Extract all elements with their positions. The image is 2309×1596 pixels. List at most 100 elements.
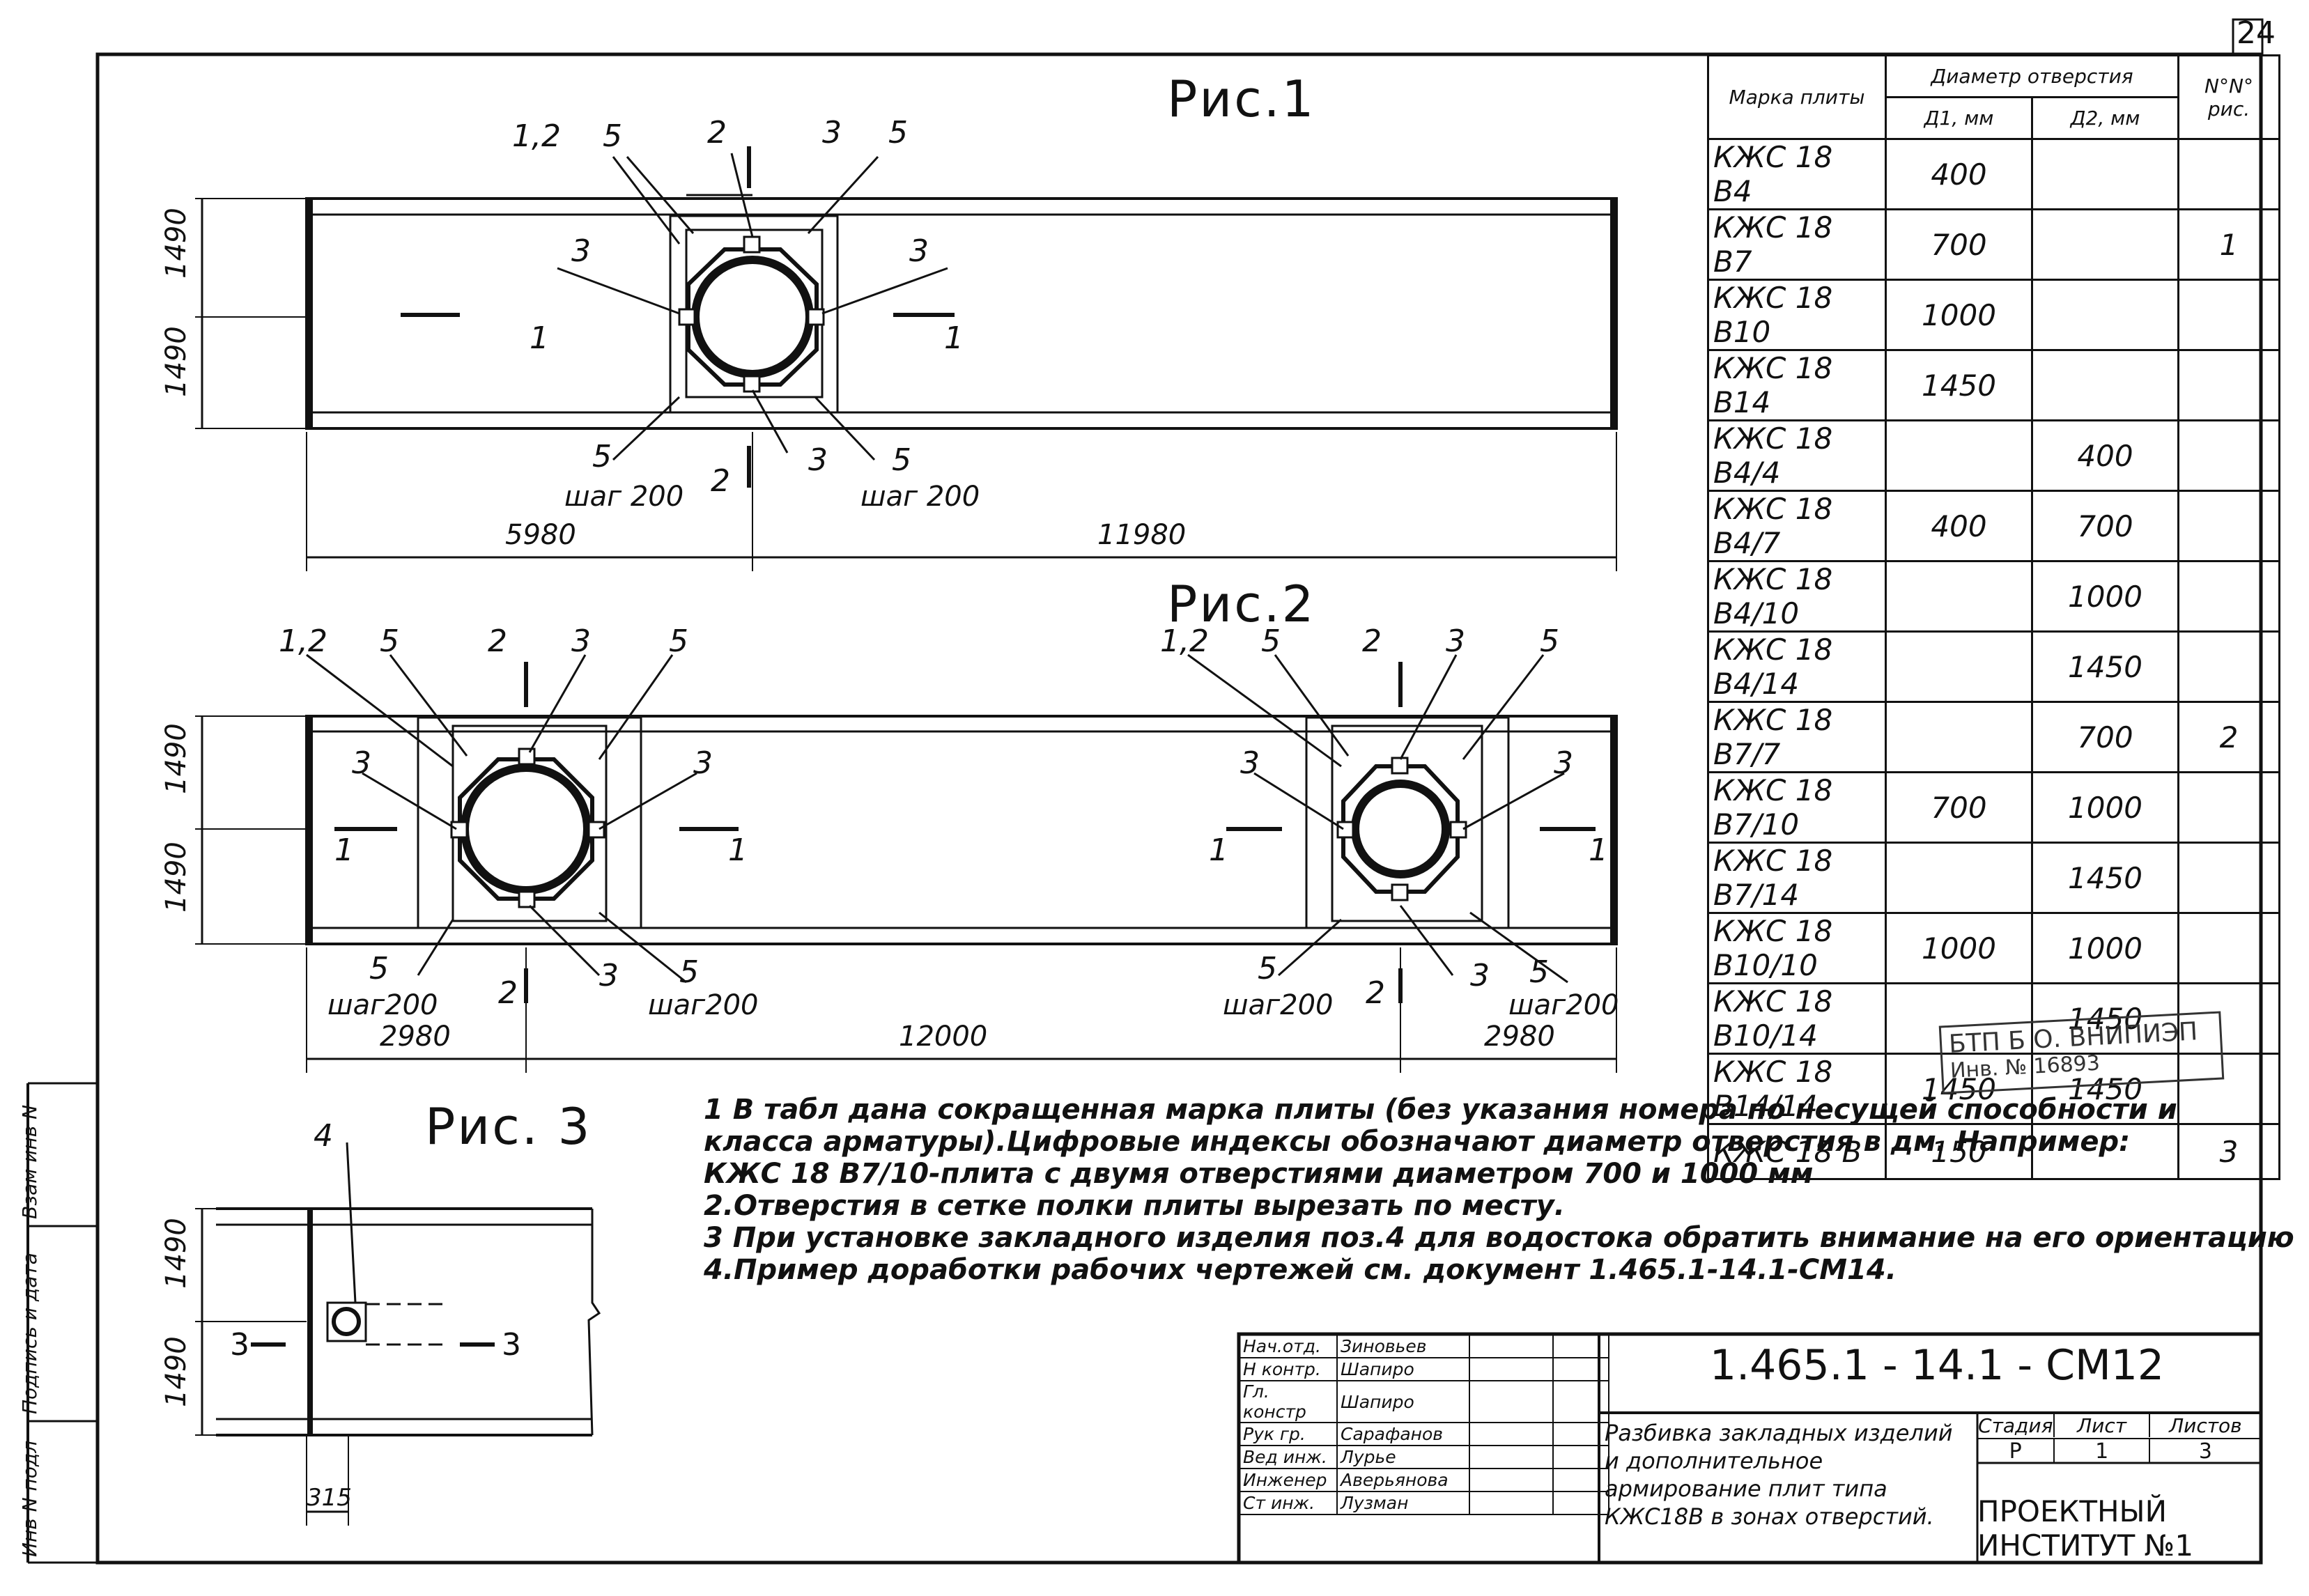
dim-1490: 1490 [160, 208, 192, 279]
callout-3: 3 [571, 233, 591, 269]
date-cell [1552, 1468, 1609, 1492]
table-cell-mark: КЖС 18 В10/14 [1707, 982, 1887, 1055]
side-label-replace: Взам инв N [18, 1104, 41, 1219]
table-cell-d2: 1450 [2031, 1053, 2179, 1125]
callout-5: 5 [380, 623, 399, 659]
dim-1490: 1490 [160, 1218, 192, 1289]
date-cell [1552, 1445, 1609, 1469]
table-cell-mark: КЖС 18 В7/10 [1707, 771, 1887, 844]
table-cell-d1: 1000 [1885, 912, 2033, 984]
name-cell: Аверьянова [1336, 1468, 1470, 1492]
table-cell-mark: КЖС 18 В4 [1707, 138, 1887, 210]
table-cell-d1 [1885, 842, 2033, 914]
date-cell [1552, 1380, 1609, 1423]
callout-3: 3 [808, 442, 828, 478]
table-cell-mark: КЖС 18 В [1707, 1123, 1887, 1180]
table-cell-d2: 700 [2031, 490, 2179, 562]
sheets-value: 3 [2198, 1439, 2212, 1464]
signature-cell [1469, 1468, 1554, 1492]
role-cell: Гл. констр [1239, 1380, 1338, 1423]
table-cell-d1 [1885, 630, 2033, 703]
step-label: шаг 200 [860, 481, 980, 513]
callout-2: 2 [1362, 623, 1382, 659]
section-2: 2 [498, 975, 518, 1011]
table-cell-d1: 700 [1885, 208, 2033, 281]
section-3: 3 [502, 1327, 521, 1363]
role-cell: Инженер [1239, 1468, 1338, 1492]
drawing-title: Разбивка закладных изделий и дополнитель… [1605, 1420, 1953, 1530]
table-cell-d2: 1450 [2031, 842, 2179, 914]
callout-3: 3 [1554, 745, 1573, 781]
callout-1-2: 1,2 [279, 623, 327, 659]
step-label: шаг200 [648, 989, 759, 1021]
callout-5: 5 [1529, 954, 1549, 990]
callout-3: 3 [1470, 958, 1490, 993]
side-label-sign: Подпись и дата [18, 1253, 41, 1414]
document-code: 1.465.1 - 14.1 - СМ12 [1709, 1341, 2165, 1390]
callout-3: 3 [822, 115, 842, 150]
callout-1-2: 1,2 [512, 118, 561, 154]
note-line: 3 При установке закладного изделия поз.4… [704, 1222, 2294, 1254]
table-cell-d1: 700 [1885, 771, 2033, 844]
table-cell-fig [2177, 419, 2280, 492]
section-1: 1 [1589, 832, 1608, 868]
dim-2980: 2980 [380, 1021, 451, 1053]
table-cell-d1: 1000 [1885, 279, 2033, 351]
table-cell-fig: 3 [2177, 1123, 2280, 1180]
table-cell-mark: КЖС 18 В10 [1707, 279, 1887, 351]
section-1: 1 [1209, 832, 1228, 868]
callout-5: 5 [1261, 623, 1281, 659]
table-cell-mark: КЖС 18 В4/7 [1707, 490, 1887, 562]
name-cell: Шапиро [1336, 1380, 1470, 1423]
header-d1: Д1, мм [1885, 96, 2033, 140]
signature-cell [1469, 1380, 1554, 1423]
role-cell: Н контр. [1239, 1357, 1338, 1381]
table-cell-fig [2177, 982, 2280, 1055]
note-line: 1 В табл дана сокращенная марка плиты (б… [704, 1094, 2177, 1126]
table-cell-fig [2177, 490, 2280, 562]
callout-3: 3 [599, 958, 619, 993]
callout-5: 5 [669, 623, 688, 659]
date-cell [1552, 1357, 1609, 1381]
section-1: 1 [944, 320, 964, 356]
table-cell-d2: 700 [2031, 701, 2179, 773]
callout-5: 5 [592, 439, 612, 474]
header-d2: Д2, мм [2031, 96, 2179, 140]
table-cell-d1 [1885, 560, 2033, 633]
step-label: шаг 200 [564, 481, 684, 513]
table-cell-fig [2177, 560, 2280, 633]
dim-315: 315 [307, 1484, 352, 1512]
table-cell-fig: 2 [2177, 701, 2280, 773]
callout-2: 2 [488, 623, 507, 659]
fig1-title: Рис.1 [1167, 70, 1316, 128]
signature-row: Рук гр.Сарафанов [1239, 1422, 1609, 1446]
table-cell-d2: 400 [2031, 419, 2179, 492]
name-cell: Зиновьев [1336, 1334, 1470, 1358]
fig3-title: Рис. 3 [425, 1097, 592, 1156]
table-cell-d1: 400 [1885, 138, 2033, 210]
table-cell-fig [2177, 630, 2280, 703]
section-3: 3 [230, 1327, 249, 1363]
signature-row: Нач.отд.Зиновьев [1239, 1334, 1609, 1358]
signature-cell [1469, 1422, 1554, 1446]
section-2: 2 [1366, 975, 1385, 1011]
dim-12000: 12000 [899, 1021, 988, 1053]
table-cell-mark: КЖС 18 В10/10 [1707, 912, 1887, 984]
table-cell-fig: 1 [2177, 208, 2280, 281]
notes: 1 В табл дана сокращенная марка плиты (б… [704, 1094, 2294, 1286]
table-cell-d2: 1450 [2031, 630, 2179, 703]
table-cell-d1: 1450 [1885, 1053, 2033, 1125]
table-cell-d2 [2031, 349, 2179, 421]
sheet-value: 1 [2055, 1439, 2150, 1464]
callout-5: 5 [603, 118, 622, 154]
stage-header: Стадия [1977, 1414, 2055, 1437]
table-cell-d2: 1000 [2031, 912, 2179, 984]
